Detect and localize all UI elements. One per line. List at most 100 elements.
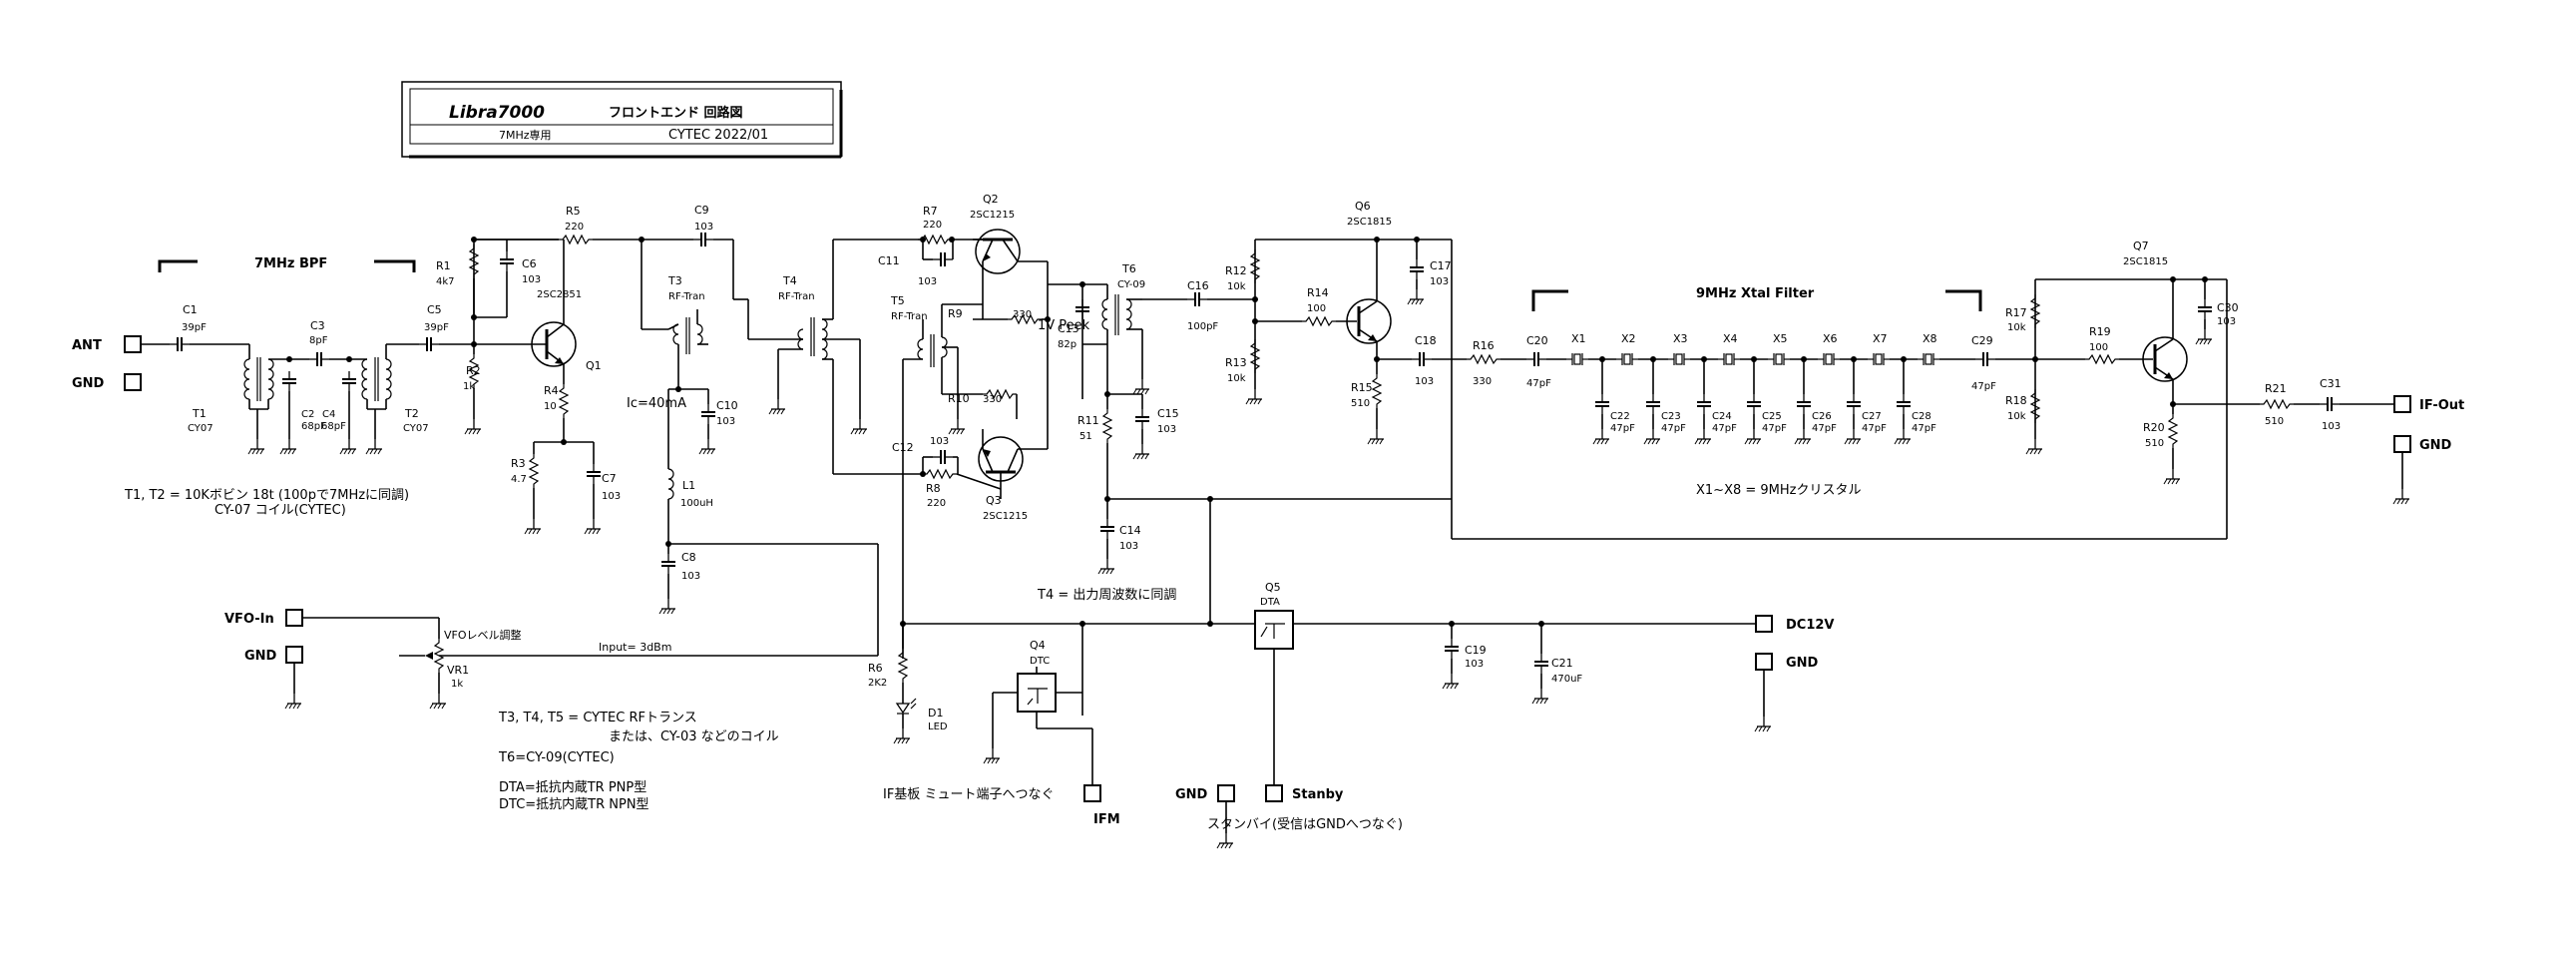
t2-value: CY07: [403, 423, 429, 434]
c21-value: 470uF: [1551, 674, 1582, 685]
c29: [1974, 351, 1996, 367]
vfo-in-port[interactable]: [285, 609, 303, 627]
t6: T6 CY-09: [1101, 262, 1145, 344]
c11-label: C11: [878, 254, 900, 267]
c2-value: 68pF: [301, 421, 326, 432]
c18-value: 103: [1415, 376, 1434, 387]
l1: [667, 468, 674, 500]
c18: [1411, 351, 1433, 367]
r8-label: R8: [926, 482, 941, 495]
c1: [169, 336, 191, 352]
q5[interactable]: [1254, 610, 1294, 650]
d1-label: D1: [928, 707, 943, 720]
peek-label: 1V Peek: [1038, 318, 1090, 333]
q4[interactable]: [1017, 673, 1057, 713]
q1: Q1 2SC2851: [474, 289, 602, 372]
c3: [308, 351, 330, 367]
c23-value: 47pF: [1661, 423, 1686, 434]
note-t3-b: または、CY-03 などのコイル: [609, 729, 779, 744]
c24-label: C24: [1712, 411, 1732, 422]
x6-label: X6: [1823, 332, 1838, 345]
note-t1t2-b: CY-07 コイル(CYTEC): [215, 503, 346, 518]
c12-label: C12: [892, 441, 914, 454]
title-band: 7MHz専用: [499, 129, 552, 142]
stanby-port[interactable]: [1265, 784, 1283, 802]
c7: [586, 463, 602, 485]
c21-label: C21: [1551, 657, 1573, 670]
r20-value: 510: [2145, 438, 2164, 449]
c7-label: C7: [602, 472, 617, 485]
c3-value: 8pF: [309, 335, 328, 346]
gnd-port-4[interactable]: [1755, 653, 1773, 671]
ifm-label: IFM: [1093, 812, 1120, 827]
r15: [1372, 373, 1382, 409]
input-label: Input= 3dBm: [599, 641, 671, 654]
d1-value: LED: [928, 722, 948, 732]
c1-label: C1: [183, 303, 198, 316]
note-dtc: DTC=抵抗内蔵TR NPN型: [499, 796, 649, 812]
ifm-port[interactable]: [1083, 784, 1101, 802]
q1-label: Q1: [586, 359, 602, 372]
ant-port[interactable]: [124, 335, 142, 353]
r3-value: 4.7: [511, 474, 527, 485]
c25-label: C25: [1762, 411, 1782, 422]
c24: [1696, 393, 1712, 415]
r4: [559, 383, 569, 419]
ic-label: Ic=40mA: [627, 396, 686, 411]
c6-value: 103: [522, 274, 541, 285]
if-out-port[interactable]: [2393, 395, 2411, 413]
gnd-label-4: GND: [1786, 656, 1819, 671]
q7-stage: R17 10k R18 10k R19 100 Q7 2SC1815 C30 1…: [2005, 240, 2464, 539]
c25: [1746, 393, 1762, 415]
c26-label: C26: [1812, 411, 1832, 422]
t2-label: T2: [404, 407, 419, 420]
c9-value: 103: [694, 222, 713, 233]
q6-label: Q6: [1355, 200, 1371, 213]
l1-value: 100uH: [680, 498, 713, 509]
vfo-in-label: VFO-In: [224, 612, 274, 627]
c19-value: 103: [1465, 659, 1484, 670]
r2-label: R2: [466, 364, 481, 377]
r19: [2084, 354, 2120, 364]
c5-label: C5: [427, 303, 442, 316]
c20-value: 47pF: [1526, 378, 1551, 389]
t6-stage: C13 82p T6 CY-09 C16 100pF C15 103: [1037, 262, 1452, 603]
t1-value: CY07: [188, 423, 214, 434]
c16-value: 100pF: [1187, 321, 1218, 332]
r20: [2168, 413, 2178, 449]
c19-label: C19: [1465, 644, 1487, 657]
power-section: Q5 DTA Stanby GND スタンバイ(受信はGNDへつなぐ) C19 …: [868, 499, 1834, 849]
r16: [1466, 354, 1502, 364]
dc12v-port[interactable]: [1755, 615, 1773, 633]
title-company: CYTEC 2022/01: [668, 128, 768, 143]
x8-label: X8: [1923, 332, 1937, 345]
gnd-port-1[interactable]: [124, 373, 142, 391]
gnd-port-2[interactable]: [285, 646, 303, 664]
gnd-label-2: GND: [244, 649, 277, 664]
c16-label: C16: [1187, 279, 1209, 292]
t5-value: RF-Tran: [891, 311, 928, 322]
c22: [1594, 393, 1610, 415]
q4-value: DTC: [1030, 656, 1050, 667]
c31-label: C31: [2320, 377, 2342, 390]
c14-value: 103: [1119, 541, 1138, 552]
c18-label: C18: [1415, 334, 1437, 347]
r8: [922, 469, 958, 479]
c20-label: C20: [1526, 334, 1548, 347]
q7-label: Q7: [2133, 240, 2149, 252]
r5-label: R5: [566, 205, 581, 218]
gnd-port-3[interactable]: [2393, 435, 2411, 453]
title-name: Libra7000: [449, 103, 545, 123]
c9: [692, 232, 714, 247]
x6: [1817, 352, 1841, 366]
q5-value: DTA: [1260, 597, 1280, 608]
ant-label: ANT: [72, 338, 102, 353]
c27-value: 47pF: [1862, 423, 1887, 434]
r12-value: 10k: [1227, 281, 1246, 292]
r13-value: 10k: [1227, 373, 1246, 384]
gnd-port-5[interactable]: [1217, 784, 1235, 802]
r4-value: 10: [544, 401, 557, 412]
q5-label: Q5: [1265, 581, 1281, 594]
c6-label: C6: [522, 257, 537, 270]
r10-value: 330: [983, 394, 1002, 405]
